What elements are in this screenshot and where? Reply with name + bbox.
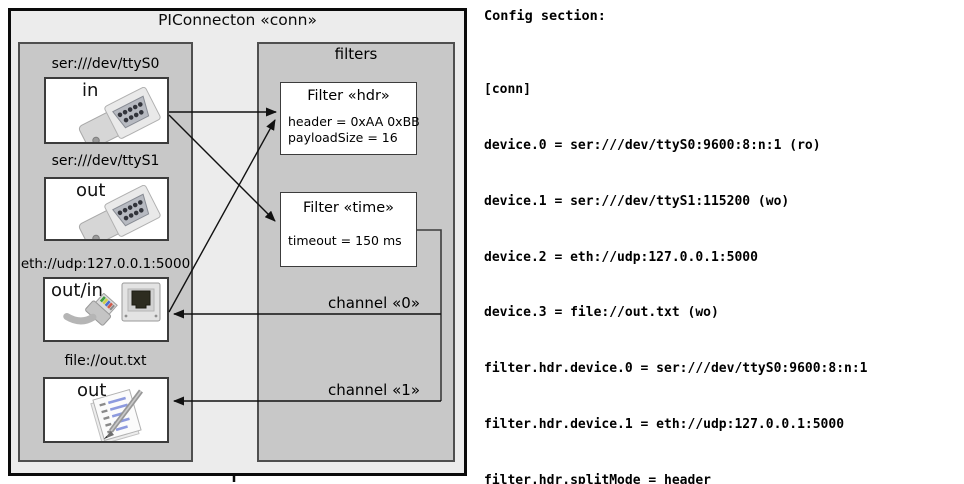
config-line: filter.hdr.device.0 = ser:///dev/ttyS0:9… — [484, 361, 868, 377]
config-text-block: [conn] device.0 = ser:///dev/ttyS0:9600:… — [484, 44, 875, 484]
config-line: device.0 = ser:///dev/ttyS0:9600:8:n:1 (… — [484, 137, 821, 153]
config-section-heading: Config section: — [484, 8, 606, 24]
filter-property: timeout = 150 ms — [288, 233, 402, 248]
port-direction-label: out — [76, 180, 106, 201]
config-line: filter.hdr.device.1 = eth://udp:127.0.0.… — [484, 416, 845, 432]
device-label-file-out: file://out.txt — [64, 353, 147, 369]
filters-panel-title: filters — [334, 45, 378, 63]
filter-property: payloadSize = 16 — [288, 130, 398, 145]
config-line: device.2 = eth://udp:127.0.0.1:5000 — [484, 249, 758, 265]
port-direction-label: out/in — [51, 280, 103, 301]
channel-1-label: channel «1» — [327, 381, 420, 399]
device-label-ser-ttys1: ser:///dev/ttyS1 — [51, 153, 160, 169]
notepad-icon — [90, 388, 143, 441]
config-line: device.1 = ser:///dev/ttyS1:115200 (wo) — [484, 193, 790, 209]
ethernet-plug-icon — [63, 293, 118, 326]
filter-box-time: Filter «time» timeout = 150 ms — [280, 192, 417, 267]
config-line: device.3 = file://out.txt (wo) — [484, 305, 719, 321]
filter-property: header = 0xAA 0xBB — [288, 114, 420, 129]
ethernet-jack-icon — [121, 282, 161, 322]
port-direction-label: in — [82, 80, 99, 101]
port-direction-label: out — [77, 380, 107, 401]
device-label-ser-ttys0: ser:///dev/ttyS0 — [51, 56, 160, 72]
serial-connector-icon — [78, 185, 161, 239]
device-box-file-out: out — [43, 377, 169, 443]
config-line: filter.hdr.splitMode = header — [484, 472, 711, 484]
device-box-ser-ttys1: out — [44, 177, 169, 241]
device-box-ser-ttys0: in — [44, 77, 169, 144]
channel-0-label: channel «0» — [327, 294, 420, 312]
device-label-eth-udp: eth://udp:127.0.0.1:5000 — [20, 256, 191, 272]
filter-title: Filter «time» — [302, 200, 395, 216]
diagram-title: PIConnecton «conn» — [158, 11, 317, 29]
serial-connector-icon — [78, 87, 161, 142]
device-box-eth-udp: out/in — [43, 277, 169, 342]
filter-box-hdr: Filter «hdr» header = 0xAA 0xBB payloadS… — [280, 82, 420, 155]
filter-title: Filter «hdr» — [307, 88, 390, 104]
config-line: [conn] — [484, 82, 531, 98]
